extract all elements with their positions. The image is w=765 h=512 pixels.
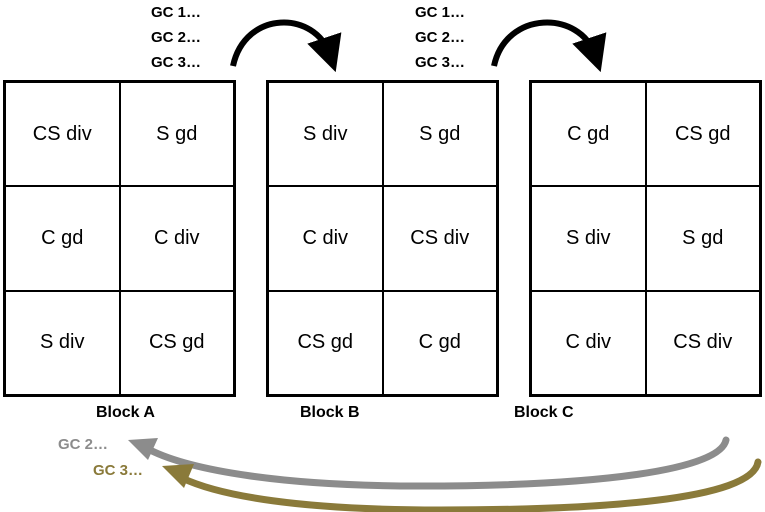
block-a-cell-6: CS gd — [119, 290, 234, 395]
block-c-label: Block C — [514, 404, 574, 421]
block-c-grid: C gd CS gd S div S gd C div CS div — [529, 80, 762, 397]
block-a-cell-2: S gd — [119, 82, 234, 187]
gc2-arrow-label: GC 2… — [58, 436, 109, 453]
block-c-cell-6: CS div — [645, 290, 760, 395]
block-b-cell-3: C div — [268, 186, 383, 291]
curved-arrow-b-to-c-icon — [491, 19, 607, 73]
gc-label-group-1-line-3: GC 3… — [151, 54, 202, 71]
gc-label-group-1-line-1: GC 1… — [151, 4, 202, 21]
block-a-label: Block A — [96, 404, 155, 421]
block-b-grid: S div S gd C div CS div CS gd C gd — [266, 80, 499, 397]
gc3-return-arrow-shape-icon — [178, 458, 762, 512]
gc-label-group-2-line-1: GC 1… — [415, 4, 466, 21]
block-b-cell-5: CS gd — [268, 290, 383, 395]
block-c-cell-3: S div — [531, 186, 646, 291]
block-c-cell-1: C gd — [531, 82, 646, 187]
gc-label-group-1-line-2: GC 2… — [151, 29, 202, 46]
gc3-arrow-label: GC 3… — [93, 462, 144, 479]
block-a-cell-3: C gd — [5, 186, 120, 291]
gc2-return-arrow-shape-icon — [146, 436, 730, 490]
block-a-cell-5: S div — [5, 290, 120, 395]
gc-label-group-2-line-3: GC 3… — [415, 54, 466, 71]
block-a-grid: CS div S gd C gd C div S div CS gd — [3, 80, 236, 397]
block-c-cell-2: CS gd — [645, 82, 760, 187]
block-b-cell-4: CS div — [382, 186, 497, 291]
block-b-cell-6: C gd — [382, 290, 497, 395]
block-a-cell-4: C div — [119, 186, 234, 291]
block-c-cell-4: S gd — [645, 186, 760, 291]
gc-label-group-2-line-2: GC 2… — [415, 29, 466, 46]
block-b-cell-1: S div — [268, 82, 383, 187]
curved-arrow-a-to-b-icon — [230, 19, 342, 73]
gc2-arrowhead-icon — [128, 438, 158, 460]
block-a-cell-1: CS div — [5, 82, 120, 187]
block-b-label: Block B — [300, 404, 360, 421]
block-b-cell-2: S gd — [382, 82, 497, 187]
block-c-cell-5: C div — [531, 290, 646, 395]
gc3-arrowhead-icon — [162, 464, 194, 488]
